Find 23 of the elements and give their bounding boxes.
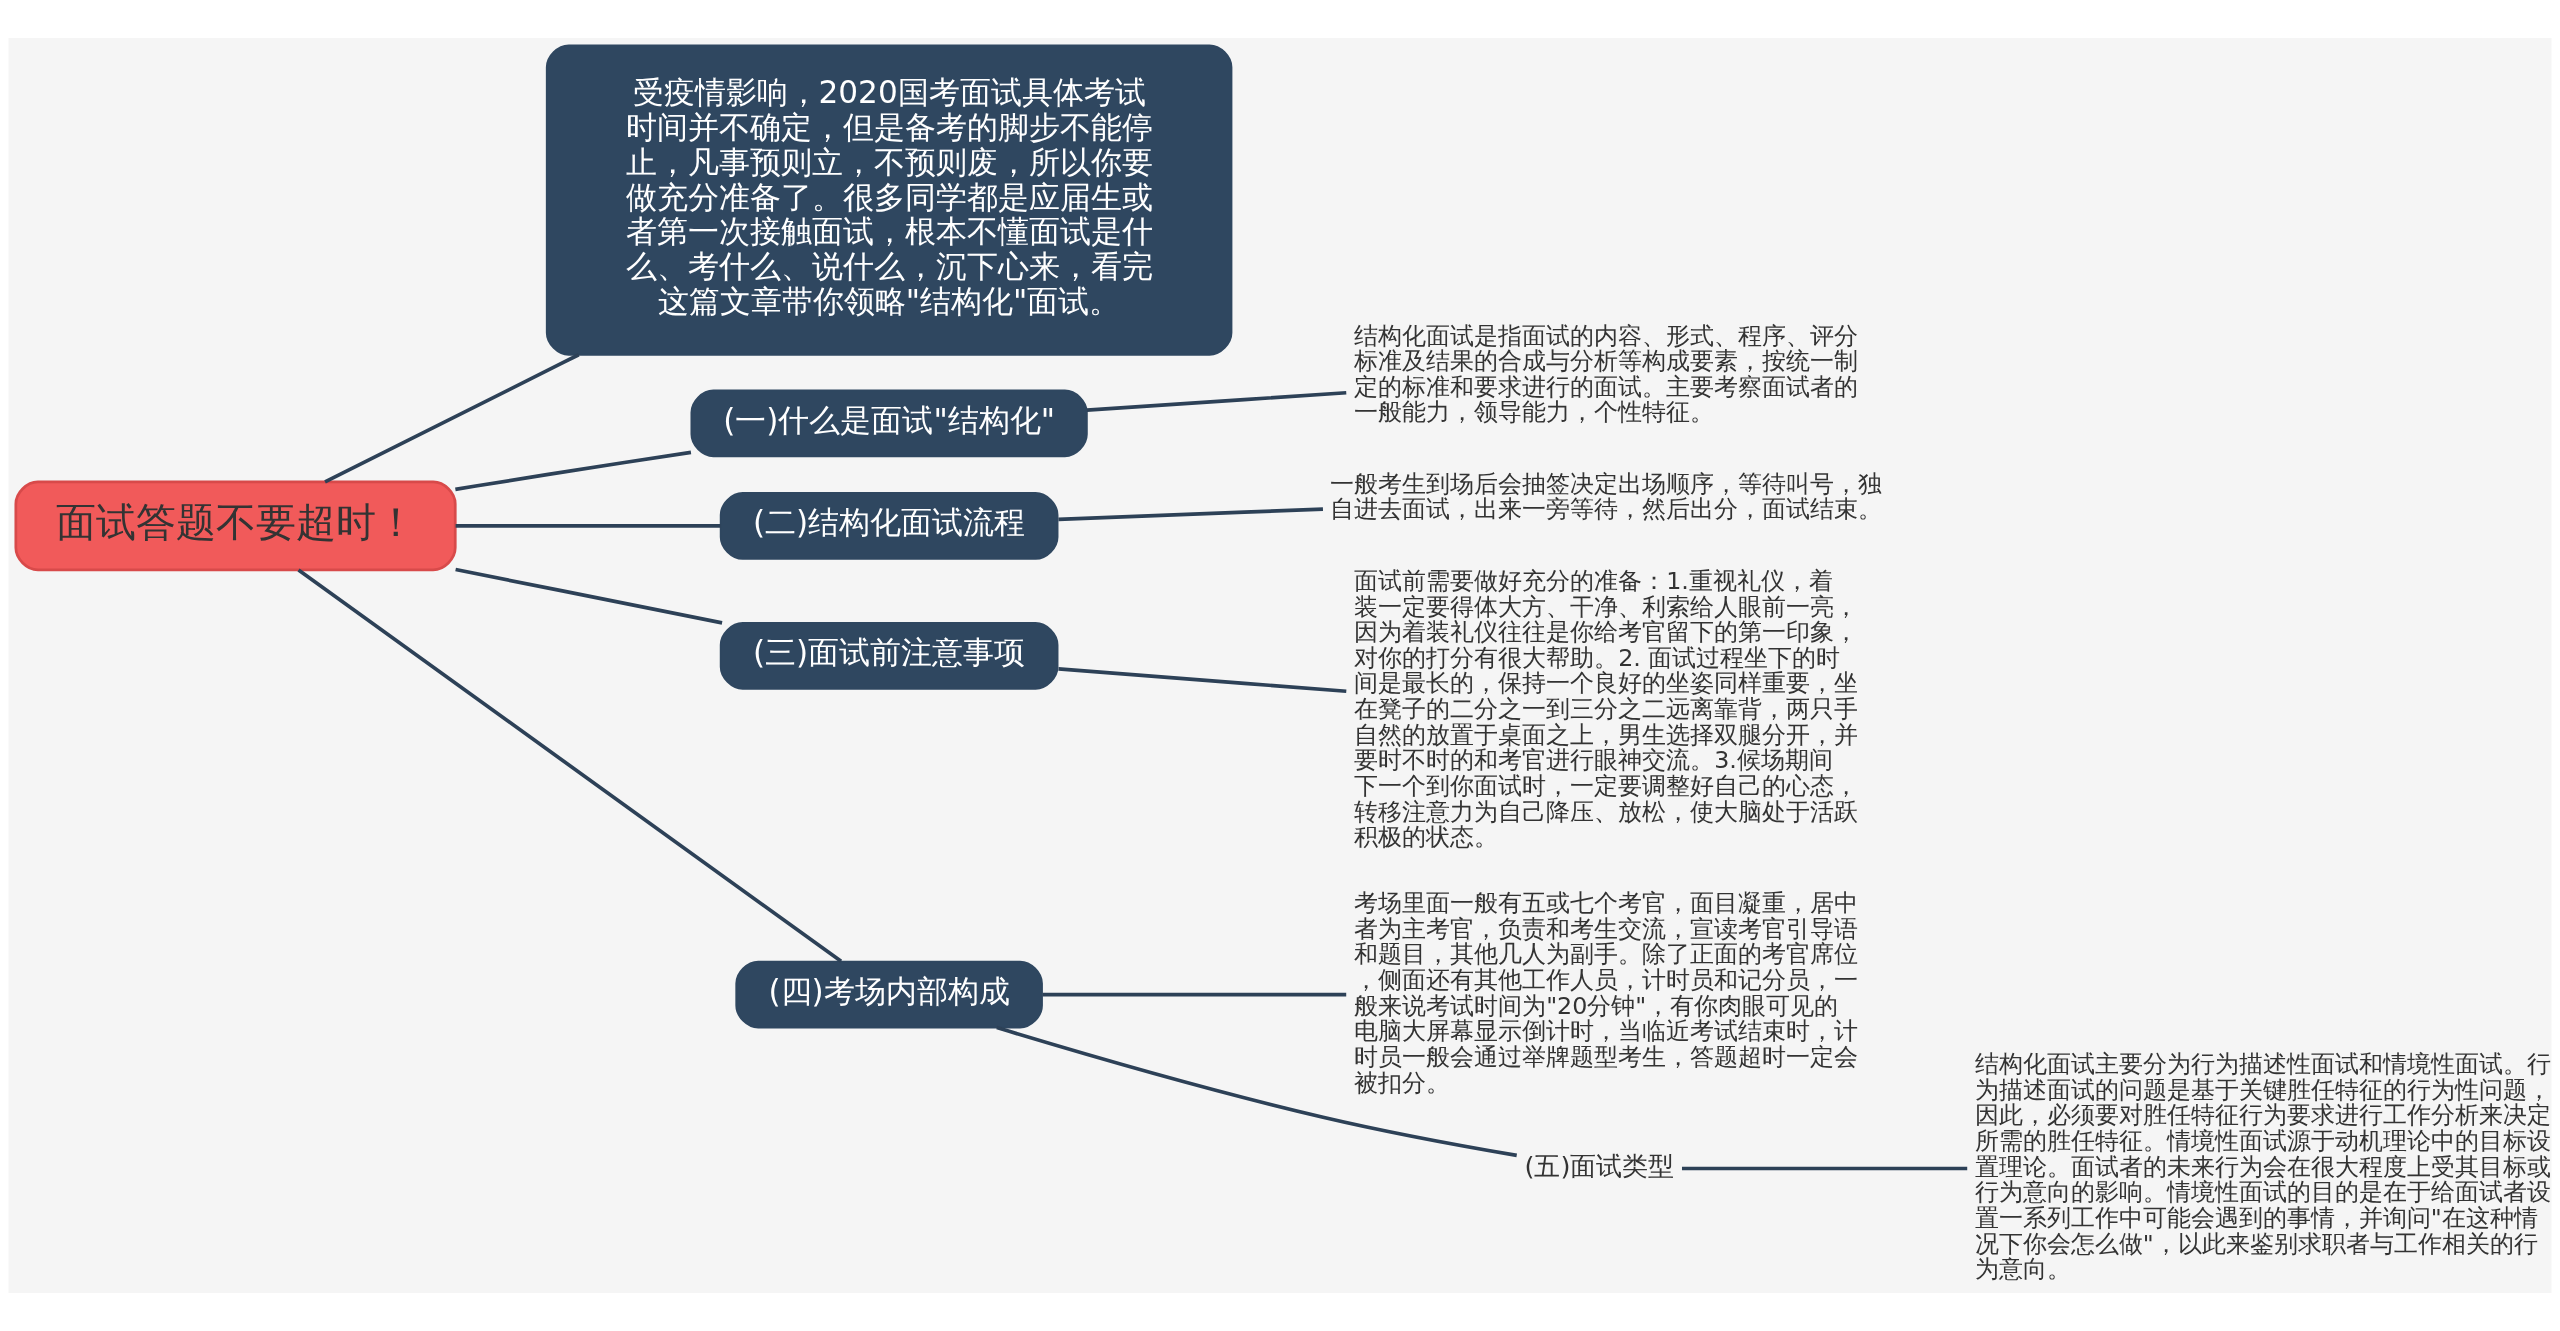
node-text: 一般考生到场后会抽签决定出场顺序，等待叫号，独自进去面试，出来一旁等待，然后出分，面试结束。 bbox=[1330, 469, 1883, 524]
connector bbox=[1058, 667, 1347, 694]
node-box: (四)考场内部构成 bbox=[735, 960, 1043, 1029]
node-box: (一)什么是面试"结构化" bbox=[690, 389, 1088, 458]
connector bbox=[455, 567, 723, 625]
connector bbox=[996, 1025, 1518, 1158]
node-box: 面试答题不要超时！ bbox=[14, 480, 457, 572]
node-text: (五)面试类型 bbox=[1524, 1151, 1675, 1182]
connector bbox=[1682, 1166, 1968, 1171]
node-text: 考场里面一般有五或七个考官，面目凝重，居中者为主考官，负责和考生交流，宣读考官引导语和题目，其他几人为副手。除了正面的考官席位，侧面还有其他工作人员，计时员和记分员，一般来说考试时间为"20分钟"，有你肉眼可见的电脑大屏幕显示倒计时，当临近考试结束时，计时员一般会通过举牌题型考生，答题超时一定会被扣分。 bbox=[1354, 889, 1859, 1097]
node-text: 面试前需要做好充分的准备：1.重视礼仪，着装一定要得体大方、干净、利索给人眼前一亮，因为着装礼仪往往是你给考官留下的第一印象，对你的打分有很大帮助。2. 面试过程坐下的时间是最长的，保持一个良好的坐姿同样重要，坐在凳子的二分之一到三分之二远离靠背，两只手自然的放置于桌面之上，男生选择双腿分开，并要时不时的和考官进行眼神交流。3.候场期间下一个到你面试时，一定要调整好自己的心态，转移注意力为自己降压、放松，使大脑处于活跃积极的状态。 bbox=[1354, 566, 1859, 852]
node-box: (二)结构化面试流程 bbox=[719, 492, 1059, 560]
connector bbox=[324, 353, 580, 484]
connector bbox=[1042, 992, 1347, 997]
connector bbox=[1086, 390, 1347, 412]
node-text: 结构化面试主要分为行为描述性面试和情境性面试。行为描述面试的问题是基于关键胜任特征的行为性问题，因此，必须要对胜任特征行为要求进行工作分析来决定所需的胜任特征。情境性面试源于动机理论中的目标设置理论。面试者的未来行为会在很大程度上受其目标或行为意向的影响。情境性面试的目的是在于给面试者设置一系列工作中可能会遇到的事情，并询问"在这种情况下你会怎么做"，以此来鉴别求职者与工作相关的行为意向。 bbox=[1974, 1050, 2551, 1284]
connector bbox=[1058, 507, 1324, 522]
node-text: 结构化面试是指面试的内容、形式、程序、评分标准及结果的合成与分析等构成要素，按统一制定的标准和要求进行的面试。主要考察面试者的一般能力，领导能力，个性特征。 bbox=[1354, 321, 1859, 427]
connector bbox=[455, 524, 721, 528]
connector bbox=[297, 568, 843, 963]
connector bbox=[455, 450, 692, 492]
node-box: 受疫情影响，2020国考面试具体考试时间并不确定，但是备考的脚步不能停止，凡事预则立，不预则废，所以你要做充分准备了。很多同学都是应届生或者第一次接触面试，根本不懂面试是什么、考什么、说什么，沉下心来，看完这篇文章带你领略"结构化"面试。 bbox=[545, 44, 1233, 356]
node-box: (三)面试前注意事项 bbox=[719, 622, 1059, 690]
